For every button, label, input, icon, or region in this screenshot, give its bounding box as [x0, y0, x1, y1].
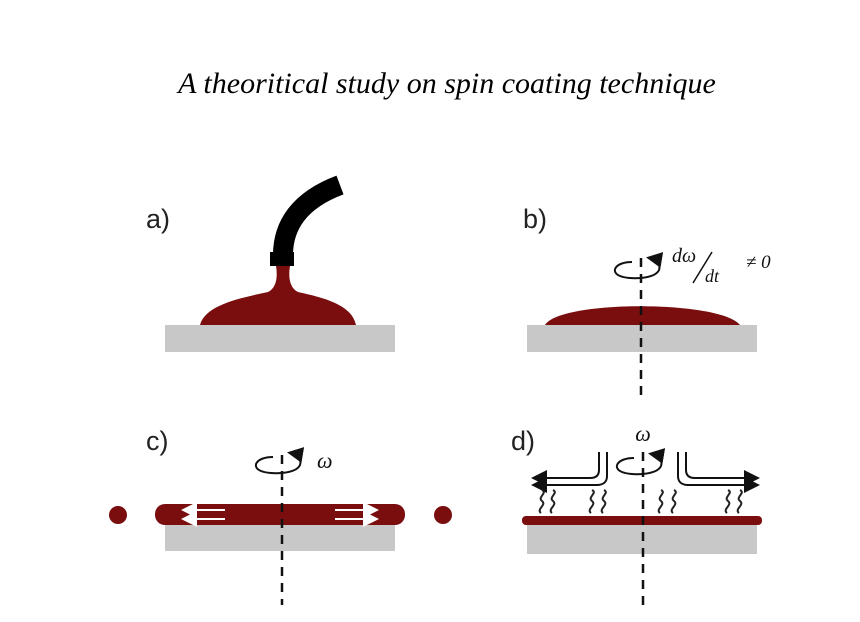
air-flow-right — [677, 452, 760, 493]
ejected-droplet-right — [434, 506, 452, 524]
liquid-puddle — [545, 306, 740, 325]
substrate — [165, 524, 395, 551]
liquid-film — [155, 504, 405, 525]
page-title: A theoritical study on spin coating tech… — [176, 67, 716, 100]
panel-a-label: a) — [146, 204, 170, 234]
panel-a-dispense: a) — [146, 175, 395, 352]
panel-d-label: d) — [511, 426, 535, 456]
omega-label: ω — [317, 448, 333, 473]
outflow-arrows-right — [335, 502, 379, 527]
annotation-relation: ≠ 0 — [746, 252, 771, 273]
fraction-slash — [692, 251, 713, 284]
panel-d-evaporation: d) ω — [511, 421, 762, 605]
annotation-denominator: dt — [705, 266, 720, 286]
rotation-arrow-icon — [254, 447, 305, 475]
panel-c-label: c) — [146, 426, 169, 456]
dispense-nozzle — [272, 175, 344, 259]
panel-b-label: b) — [523, 204, 547, 234]
panel-c-spin-off: c) ω — [109, 426, 452, 605]
air-flow-left — [531, 452, 608, 493]
rotation-arrow-icon — [613, 252, 664, 280]
evaporation-wavy-lines — [538, 489, 743, 514]
liquid-drop — [200, 266, 356, 325]
ejected-droplet-left — [109, 506, 127, 524]
panel-b-spin-up: b) dω dt ≠ 0 — [523, 204, 771, 400]
annotation-numerator: dω — [672, 245, 696, 267]
substrate — [165, 325, 395, 352]
nozzle-tip — [270, 252, 294, 266]
omega-label: ω — [635, 421, 651, 446]
outflow-arrows-left — [181, 502, 225, 527]
rotation-arrow-icon — [615, 448, 666, 476]
